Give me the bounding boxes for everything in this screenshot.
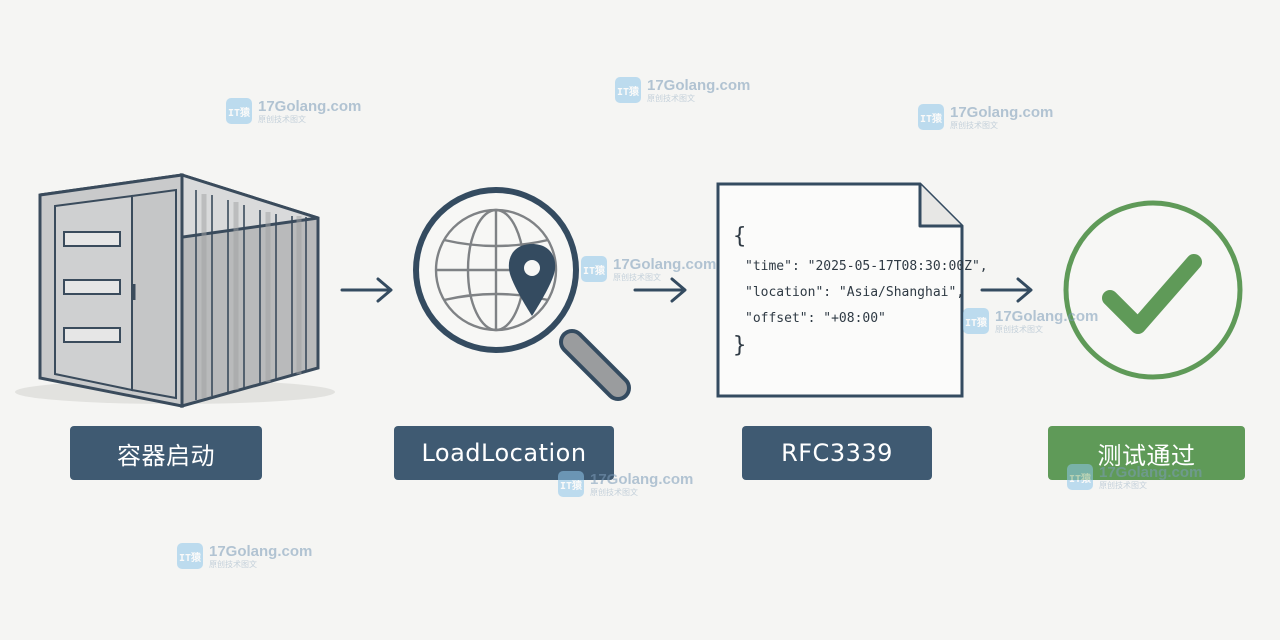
step-label-container-start: 容器启动 [70,426,262,480]
globe-location-search-icon [413,187,631,401]
check-circle-icon [1063,200,1243,380]
arrow-right-icon [340,277,393,303]
json-line-time: "time": "2025-05-17T08:30:00Z", [745,259,988,274]
step-label-loadlocation: LoadLocation [394,426,614,480]
arrow-right-icon [633,277,687,303]
shipping-container-icon [15,172,335,408]
json-line-location: "location": "Asia/Shanghai", [745,285,964,300]
json-close-brace: } [733,333,746,358]
arrow-right-icon [980,277,1033,303]
json-open-brace: { [733,224,746,249]
json-document-icon: { "time": "2025-05-17T08:30:00Z", "locat… [716,182,988,398]
step-label-test-passed: 测试通过 [1048,426,1245,480]
step-label-rfc3339: RFC3339 [742,426,932,480]
json-line-offset: "offset": "+08:00" [745,311,886,326]
